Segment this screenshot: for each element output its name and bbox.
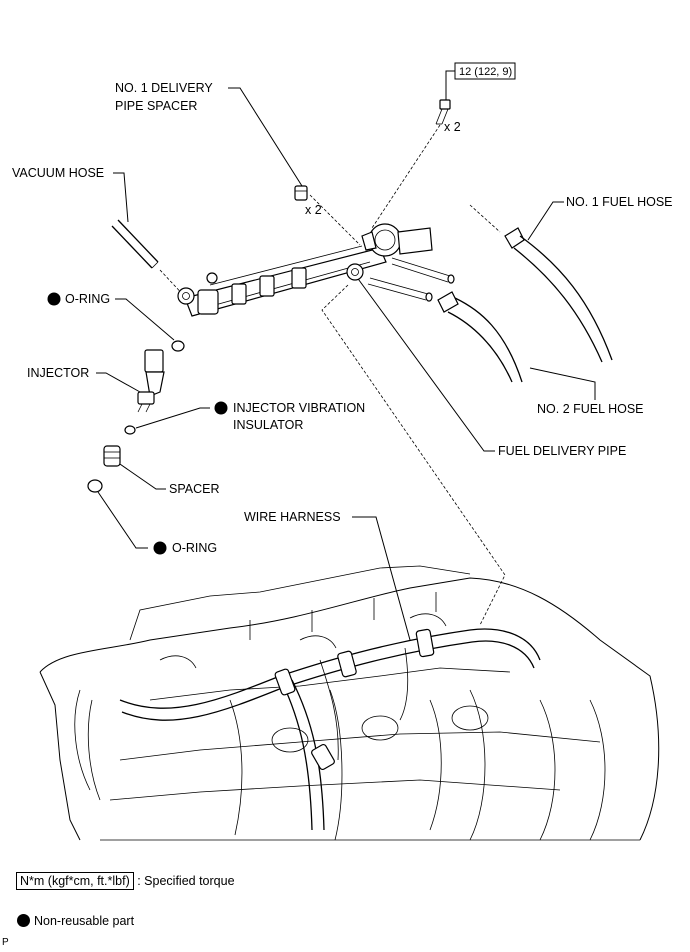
leader-vacuum-hose — [113, 172, 129, 223]
injector-vibration-insulator — [124, 425, 136, 435]
fuel-delivery-pipe — [177, 223, 455, 317]
legend-nonreusable: Non-reusable part — [17, 914, 134, 928]
injector — [137, 349, 165, 413]
label-torque-value: 12 (122, 9) — [459, 66, 512, 78]
label-delivery-spacer-2: PIPE SPACER — [115, 99, 197, 113]
leader-delivery-spacer — [228, 87, 303, 187]
label-o-ring-top: O-RING — [65, 292, 110, 306]
label-spacer: SPACER — [169, 482, 219, 496]
label-wire-harness: WIRE HARNESS — [244, 510, 341, 524]
label-vacuum-hose: VACUUM HOSE — [12, 166, 104, 180]
spacer — [103, 445, 121, 467]
nonreusable-icon — [214, 401, 228, 415]
alignment-lines — [159, 124, 506, 626]
delivery-pipe-spacer — [294, 185, 308, 201]
wire-harness — [119, 628, 541, 831]
label-no1-fuel-hose: NO. 1 FUEL HOSE — [566, 195, 673, 209]
nonreusable-icon — [153, 541, 167, 555]
torque-description: : Specified torque — [137, 874, 235, 888]
nonreusable-description: Non-reusable part — [34, 914, 135, 928]
label-spacer-qty: x 2 — [305, 203, 322, 217]
torque-unit-box: N*m (kgf*cm, ft.*lbf) — [16, 872, 134, 890]
leader-o-ring-top — [115, 298, 175, 341]
label-o-ring-bottom: O-RING — [172, 541, 217, 555]
engine-block — [39, 565, 660, 841]
leader-spacer — [116, 461, 166, 490]
label-injector: INJECTOR — [27, 366, 89, 380]
leader-fuel-delivery-pipe — [355, 275, 495, 452]
o-ring-bottom — [87, 479, 103, 493]
leader-wire-harness — [352, 516, 411, 641]
label-fuel-delivery-pipe: FUEL DELIVERY PIPE — [498, 444, 626, 458]
leader-torque — [445, 70, 455, 102]
leader-o-ring-bottom — [97, 491, 148, 549]
leader-no2-fuel-hose — [529, 367, 596, 400]
leader-injector — [96, 372, 141, 393]
label-insulator-2: INSULATOR — [233, 418, 303, 432]
bolt — [435, 99, 451, 125]
nonreusable-icon — [47, 292, 61, 306]
no1-fuel-hose — [504, 227, 613, 363]
vacuum-hose — [111, 219, 159, 269]
no2-fuel-hose — [437, 291, 523, 383]
nonreusable-icon — [17, 914, 30, 927]
leader-insulator — [135, 407, 210, 429]
label-insulator-1: INJECTOR VIBRATION — [233, 401, 365, 415]
label-no2-fuel-hose: NO. 2 FUEL HOSE — [537, 402, 644, 416]
corner-mark: P — [2, 937, 9, 948]
label-delivery-spacer-1: NO. 1 DELIVERY — [115, 81, 213, 95]
label-bolt-qty: x 2 — [444, 120, 461, 134]
leader-no1-fuel-hose — [527, 201, 564, 241]
legend-torque: N*m (kgf*cm, ft.*lbf) : Specified torque — [16, 872, 235, 890]
o-ring-top — [171, 340, 185, 352]
